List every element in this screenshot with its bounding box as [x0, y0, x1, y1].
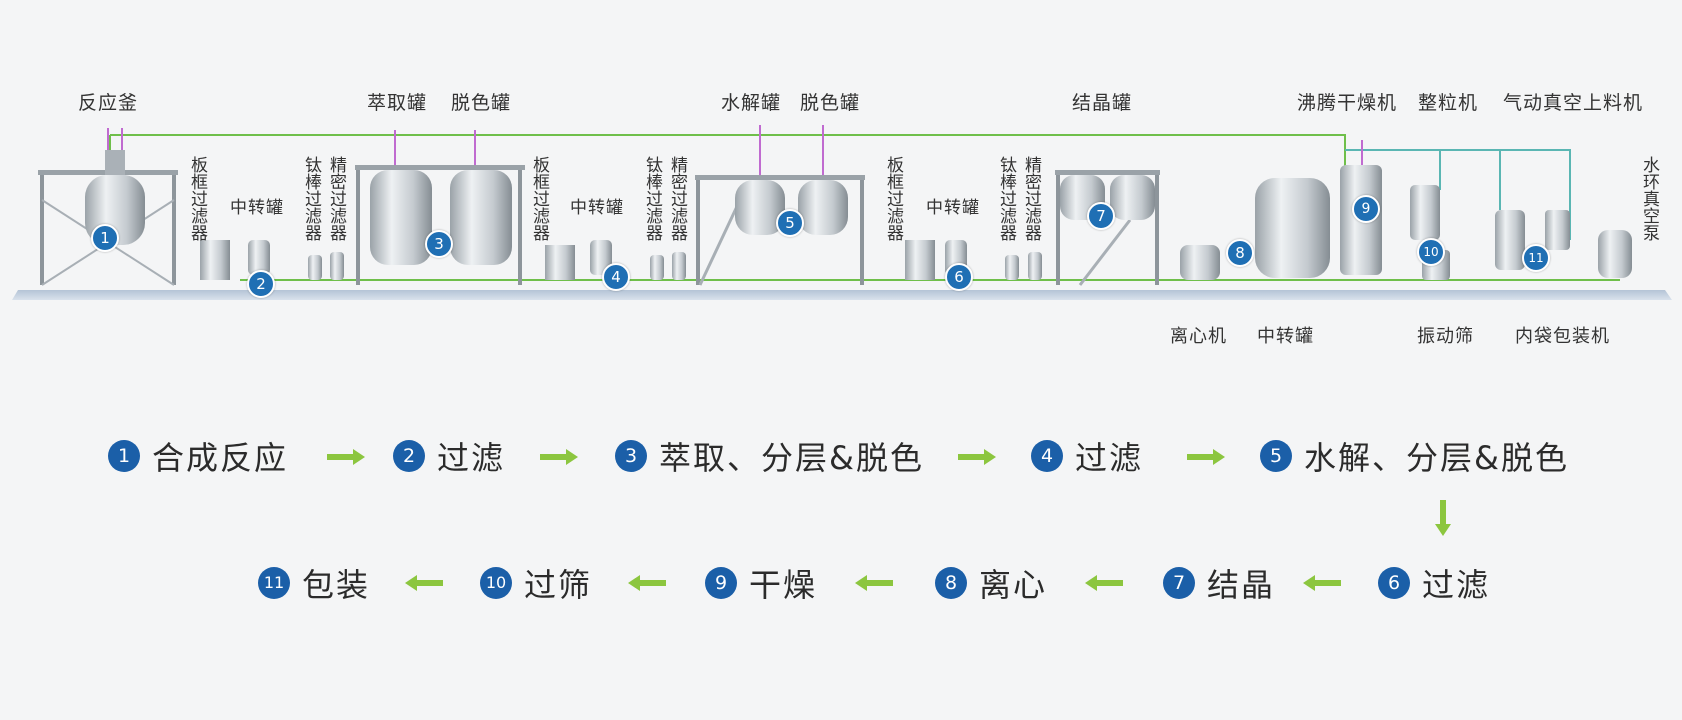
- equipment-badge-8: 8: [1226, 239, 1254, 267]
- label-water-ring-vacuum-pump: 水环真空泵: [1639, 156, 1659, 241]
- step-label: 萃取、分层&脱色: [659, 439, 924, 477]
- centrifuge-transfer-equipment: [1180, 178, 1330, 280]
- label-ti-rod-filter-3: 钛棒过滤器: [996, 156, 1016, 241]
- step-number: 2: [393, 440, 425, 472]
- process-plant-illustration: [12, 125, 1672, 300]
- drying-packing-equipment: [1340, 140, 1632, 280]
- arrow-left-icon: [1303, 575, 1341, 591]
- label-ti-rod-filter-2: 钛棒过滤器: [642, 156, 662, 241]
- step-label: 结晶: [1207, 566, 1276, 604]
- label-plate-frame-filter-3: 板框过滤器: [883, 156, 903, 241]
- label-transfer-tank-3: 中转罐: [926, 198, 980, 218]
- equipment-badge-5: 5: [776, 209, 804, 237]
- label-transfer-tank-4: 中转罐: [1257, 326, 1314, 347]
- arrow-right-icon: [958, 449, 996, 465]
- step-label: 离心: [979, 566, 1048, 604]
- equipment-badge-9: 9: [1352, 195, 1380, 223]
- step-7: 7 结晶: [1163, 553, 1275, 613]
- arrow-left-icon: [855, 575, 893, 591]
- label-precision-filter-1: 精密过滤器: [326, 156, 346, 241]
- floor: [12, 290, 1672, 300]
- label-ti-rod-filter-1: 钛棒过滤器: [301, 156, 321, 241]
- extraction-decolor-equipment: [355, 130, 525, 285]
- step-number: 6: [1378, 567, 1410, 599]
- arrow-left-icon: [1085, 575, 1123, 591]
- arrow-left-icon: [628, 575, 666, 591]
- step-3: 3 萃取、分层&脱色: [615, 426, 924, 486]
- step-number: 9: [705, 567, 737, 599]
- step-label: 水解、分层&脱色: [1304, 439, 1569, 477]
- step-6: 6 过滤: [1378, 553, 1490, 613]
- label-plate-frame-filter-1: 板框过滤器: [187, 156, 207, 241]
- arrow-down-icon: [1435, 500, 1451, 536]
- equipment-badge-4: 4: [602, 263, 630, 291]
- step-9: 9 干燥: [705, 553, 817, 613]
- step-number: 1: [108, 440, 140, 472]
- hydrolysis-decolor-equipment: [695, 125, 865, 286]
- step-label: 过筛: [524, 566, 593, 604]
- step-2: 2 过滤: [393, 426, 505, 486]
- main-green-pipe: [110, 134, 1346, 170]
- step-number: 8: [935, 567, 967, 599]
- step-label: 过滤: [1422, 566, 1491, 604]
- equipment-badge-6: 6: [945, 263, 973, 291]
- step-8: 8 离心: [935, 553, 1047, 613]
- step-number: 10: [480, 567, 512, 599]
- step-label: 合成反应: [152, 439, 289, 477]
- label-fluid-bed-dryer: 沸腾干燥机: [1297, 92, 1398, 114]
- step-4: 4 过滤: [1031, 426, 1143, 486]
- filter-group-3: [905, 240, 1042, 280]
- step-number: 7: [1163, 567, 1195, 599]
- step-1: 1 合成反应: [108, 426, 288, 486]
- label-extraction-tank: 萃取罐: [367, 92, 428, 114]
- label-pneumatic-vacuum-feeder: 气动真空上料机: [1503, 92, 1644, 114]
- label-transfer-tank-2: 中转罐: [570, 198, 624, 218]
- arrow-right-icon: [327, 449, 365, 465]
- step-label: 干燥: [749, 566, 818, 604]
- label-crystallization-tank: 结晶罐: [1072, 92, 1133, 114]
- teal-pipe: [1345, 149, 1571, 240]
- arrow-left-icon: [405, 575, 443, 591]
- label-precision-filter-3: 精密过滤器: [1021, 156, 1041, 241]
- step-label: 包装: [302, 566, 371, 604]
- process-flow-row-1: 1 合成反应 2 过滤 3 萃取、分层&脱色 4 过滤 5 水解、分层&脱色: [0, 426, 1682, 486]
- step-number: 4: [1031, 440, 1063, 472]
- equipment-badge-3: 3: [425, 230, 453, 258]
- step-label: 过滤: [437, 439, 506, 477]
- filter-group-2: [545, 240, 686, 280]
- equipment-badge-11: 11: [1522, 244, 1550, 272]
- label-granulator: 整粒机: [1418, 92, 1479, 114]
- step-label: 过滤: [1075, 439, 1144, 477]
- equipment-badge-10: 10: [1417, 238, 1445, 266]
- label-decolor-tank-2: 脱色罐: [800, 92, 861, 114]
- step-number: 11: [258, 567, 290, 599]
- filter-group-1: [200, 240, 344, 280]
- label-transfer-tank-1: 中转罐: [230, 198, 284, 218]
- step-number: 3: [615, 440, 647, 472]
- label-plate-frame-filter-2: 板框过滤器: [529, 156, 549, 241]
- step-10: 10 过筛: [480, 553, 592, 613]
- step-number: 5: [1260, 440, 1292, 472]
- step-11: 11 包装: [258, 553, 370, 613]
- label-decolor-tank-1: 脱色罐: [451, 92, 512, 114]
- label-precision-filter-2: 精密过滤器: [667, 156, 687, 241]
- label-inner-bag-packer: 内袋包装机: [1515, 326, 1610, 347]
- arrow-right-icon: [1187, 449, 1225, 465]
- equipment-badge-2: 2: [247, 270, 275, 298]
- equipment-badge-1: 1: [91, 224, 119, 252]
- label-vibrating-screen: 振动筛: [1417, 326, 1474, 347]
- equipment-badge-7: 7: [1087, 202, 1115, 230]
- label-hydrolysis-tank: 水解罐: [721, 92, 782, 114]
- step-5: 5 水解、分层&脱色: [1260, 426, 1569, 486]
- reactor-equipment: [38, 128, 178, 286]
- process-flow-row-2: 11 包装 10 过筛 9 干燥 8 离心 7 结晶 6 过滤: [0, 553, 1682, 613]
- label-centrifuge: 离心机: [1170, 326, 1227, 347]
- arrow-right-icon: [540, 449, 578, 465]
- crystallization-equipment: [1055, 170, 1160, 286]
- label-reactor: 反应釜: [78, 92, 139, 114]
